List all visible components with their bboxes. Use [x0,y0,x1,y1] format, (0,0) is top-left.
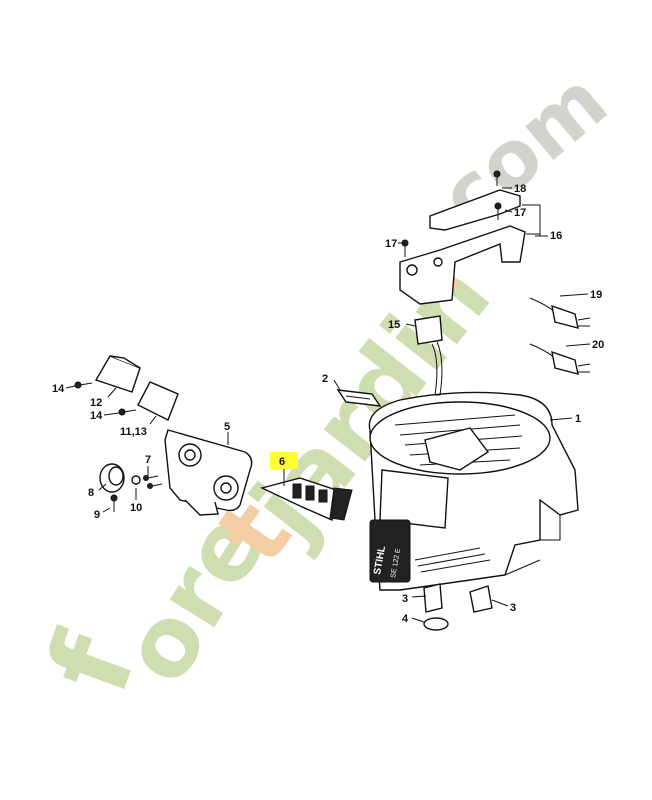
callout-15: 15 [388,319,400,331]
callout-1: 1 [575,413,581,425]
callout-5: 5 [224,421,230,433]
knob-8 [99,463,125,493]
screw-14-upper [74,381,93,389]
leader-lines [65,187,591,623]
screw-7 [143,475,163,489]
label-plate-part [336,389,382,407]
callout-4: 4 [402,613,409,625]
logo-brand-text: STIHL [372,545,388,575]
callout-18: 18 [514,183,526,195]
cable-entry-part [414,315,443,396]
bracket-3-right [469,585,493,613]
callout-19: 19 [590,289,602,301]
callout-8: 8 [88,487,94,499]
screw-17-lower [401,239,409,257]
screw-14-lower [118,408,137,416]
callout-11-13: 11,13 [120,426,147,438]
callout-16: 16 [550,230,562,242]
switch-cover-11-13 [137,381,179,421]
switch-board-part [259,477,353,521]
callout-3-left: 3 [402,593,408,605]
callout-20: 20 [592,339,604,351]
callout-6: 6 [279,456,285,468]
o-ring-4 [423,617,449,631]
screw-9 [110,494,118,512]
screw-18 [493,170,501,186]
stihl-logo-plate [369,519,411,583]
screw-17-upper [494,202,502,220]
plug-20 [529,343,591,375]
callout-12: 12 [90,397,102,409]
handle-part [399,189,526,305]
callout-10: 10 [130,502,142,514]
plug-19 [529,297,591,329]
callout-17-left: 17 [385,238,397,250]
housing-part: STIHL SE 122 E [368,391,579,591]
callout-14-lower: 14 [90,410,103,422]
bracket-3-left [423,583,443,613]
callout-7: 7 [145,454,151,466]
callout-3-right: 3 [510,602,516,614]
callout-2: 2 [322,373,328,385]
callout-14-upper: 14 [52,383,65,395]
o-ring-10 [131,475,141,485]
switch-cover-12 [94,355,141,393]
highlight-box-part-6 [270,452,298,469]
callout-17-right: 17 [514,207,526,219]
callout-9: 9 [94,509,100,521]
callout-labels: 1 2 3 3 4 5 6 7 8 9 10 11,13 12 14 14 15… [52,183,604,625]
control-panel-part [164,429,253,516]
